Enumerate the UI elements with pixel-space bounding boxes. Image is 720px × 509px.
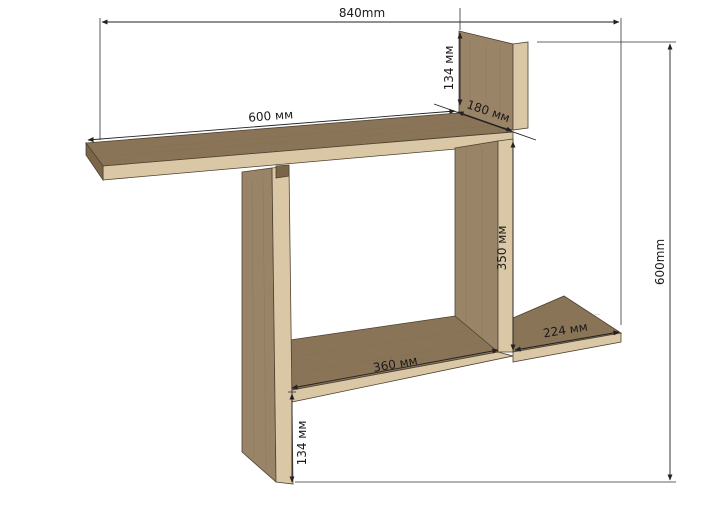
top-upright-panel xyxy=(458,30,529,131)
total-width-label: 840mm xyxy=(339,6,385,20)
dimension-lines xyxy=(87,8,676,483)
left-upright-panel xyxy=(241,164,294,485)
total-height-label: 600mm xyxy=(653,239,667,285)
shelf-unit xyxy=(85,30,623,485)
top-shelf-length-label: 600 мм xyxy=(248,107,294,124)
inner-upright-height-label: 350 мм xyxy=(495,226,509,271)
top-shelf-dimension-line xyxy=(87,108,456,143)
top-upright-height-label: 134 мм xyxy=(442,46,456,91)
bottom-upright-height-label: 134 мм xyxy=(295,421,309,466)
right-shelf-length-label: 224 мм xyxy=(542,320,588,341)
inner-upright-panel xyxy=(454,138,514,353)
